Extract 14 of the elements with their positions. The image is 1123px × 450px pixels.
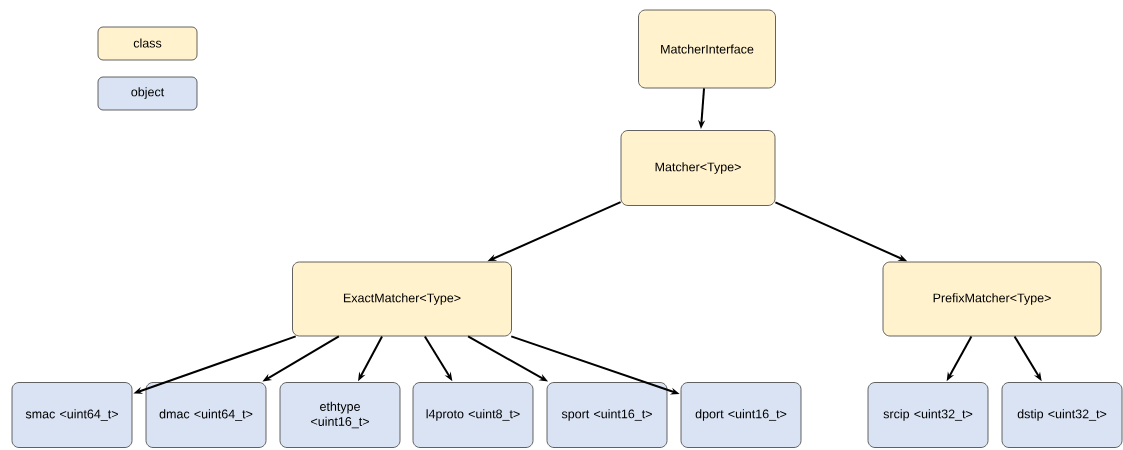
class-box: PrefixMatcher<Type> — [882, 261, 1102, 337]
object-box: l4proto <uint8_t> — [412, 382, 534, 448]
legend-item: class — [97, 26, 198, 61]
object-box: dmac <uint64_t> — [145, 382, 267, 448]
object-box: sport <uint16_t> — [546, 382, 668, 448]
object-box: srcip <uint32_t> — [867, 382, 989, 448]
object-box: dstip <uint32_t> — [1001, 382, 1123, 448]
class-box: ExactMatcher<Type> — [292, 261, 512, 337]
object-box: dport <uint16_t> — [680, 382, 802, 448]
legend-item: object — [97, 76, 198, 111]
class-box: MatcherInterface — [638, 9, 776, 89]
object-box: smac <uint64_t> — [11, 382, 133, 448]
class-box: Matcher<Type> — [620, 130, 776, 206]
object-box: ethtype <uint16_t> — [279, 382, 401, 448]
